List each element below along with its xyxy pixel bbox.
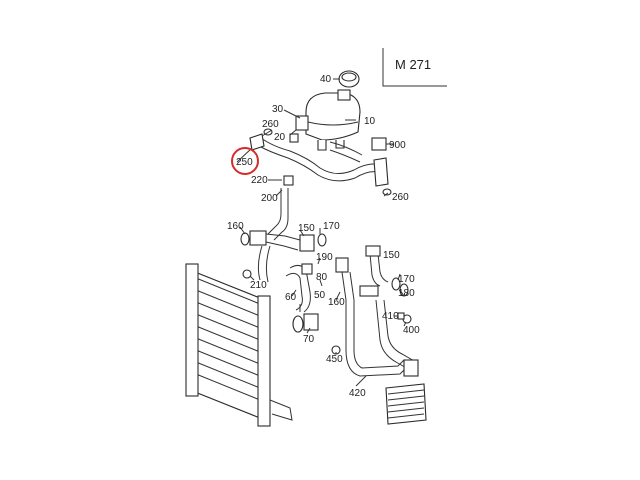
label-10: 10	[364, 116, 376, 127]
label-450: 450	[326, 354, 343, 365]
label-400: 400	[403, 325, 420, 336]
model-title-box: M 271	[382, 48, 447, 87]
label-260-bottom: 260	[392, 192, 409, 203]
highlight-circle-250	[231, 147, 259, 175]
label-150-left: 150	[298, 223, 315, 234]
label-250: 250	[236, 157, 253, 168]
part-410[interactable]	[397, 312, 405, 320]
part-oil-cooler[interactable]	[385, 383, 427, 425]
label-150-right: 150	[383, 250, 400, 261]
part-bracket-20[interactable]	[289, 133, 299, 143]
label-190: 190	[316, 252, 333, 263]
title-frame	[382, 48, 447, 87]
label-220: 220	[251, 175, 268, 186]
part-hose-right-upper[interactable]	[335, 245, 417, 371]
part-connector-cluster-left[interactable]	[240, 230, 327, 283]
label-60: 60	[285, 292, 297, 303]
label-80: 80	[316, 272, 328, 283]
label-20: 20	[274, 132, 286, 143]
label-50: 50	[314, 290, 326, 301]
label-900: 900	[389, 140, 406, 151]
label-260-top: 260	[262, 119, 279, 130]
label-410: 410	[382, 311, 399, 322]
label-180: 180	[398, 288, 415, 299]
part-220[interactable]	[283, 175, 294, 186]
model-title: M 271	[395, 57, 431, 72]
leader-lines	[236, 78, 407, 387]
label-70: 70	[303, 334, 315, 345]
label-210: 210	[250, 280, 267, 291]
part-labels: 40 30 20 10 260 900 250 220 260 200 160 …	[227, 74, 420, 399]
part-clip-260b[interactable]	[382, 188, 392, 196]
label-170-left: 170	[323, 221, 340, 232]
part-upper-hose[interactable]	[249, 133, 389, 187]
label-160-left: 160	[227, 221, 244, 232]
part-pipe-200[interactable]	[267, 188, 289, 241]
label-40: 40	[320, 74, 332, 85]
part-radiator[interactable]	[185, 263, 293, 427]
label-30: 30	[272, 104, 284, 115]
part-hose-420[interactable]	[345, 349, 419, 377]
label-170-right: 170	[398, 274, 415, 285]
label-420: 420	[349, 388, 366, 399]
label-160-right: 160	[328, 297, 345, 308]
label-200: 200	[261, 193, 278, 204]
part-cap[interactable]	[338, 70, 360, 88]
